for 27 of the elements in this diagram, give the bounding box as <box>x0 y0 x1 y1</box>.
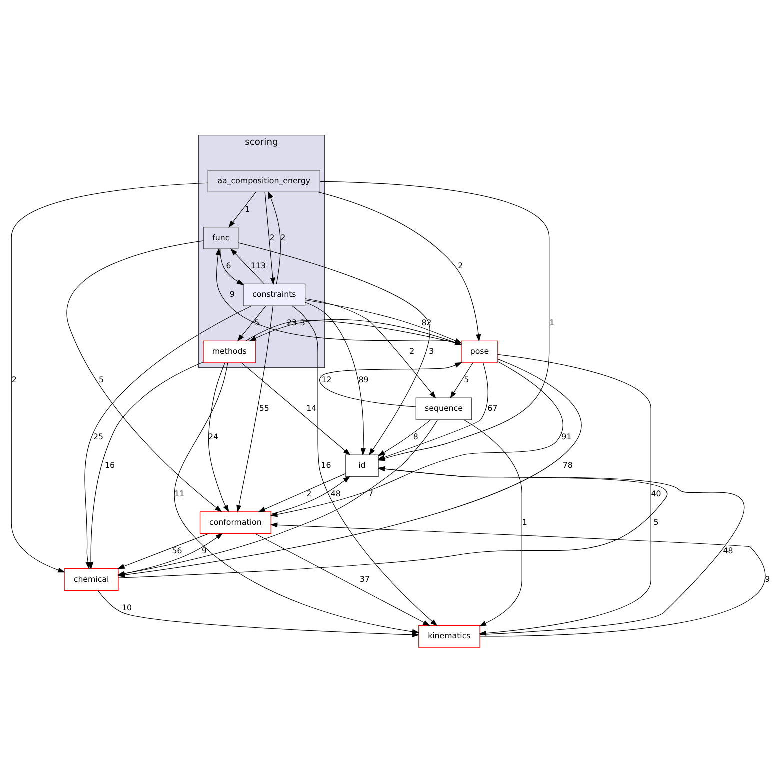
arrow <box>319 362 462 407</box>
arrow <box>208 362 229 512</box>
arrow <box>264 192 275 285</box>
arrow <box>270 360 563 517</box>
arrow <box>258 473 346 512</box>
arrow <box>10 182 208 572</box>
arrow <box>377 419 431 456</box>
arrow <box>463 419 522 626</box>
arrow <box>377 362 488 460</box>
arrow <box>66 240 222 512</box>
arrow <box>228 192 256 228</box>
arrow <box>241 362 350 456</box>
arrow <box>230 248 264 284</box>
arrow <box>88 361 204 570</box>
arrow <box>317 191 481 342</box>
arrow <box>220 248 244 285</box>
arrow <box>238 242 430 456</box>
arrow <box>236 305 266 342</box>
arrow <box>270 476 350 514</box>
arrow <box>304 298 436 398</box>
arrow <box>254 533 430 626</box>
arrow <box>236 305 273 512</box>
arrow <box>292 305 438 626</box>
arrow <box>117 532 209 569</box>
arrow <box>304 302 366 456</box>
arrow <box>450 362 473 398</box>
arrow <box>268 190 280 284</box>
